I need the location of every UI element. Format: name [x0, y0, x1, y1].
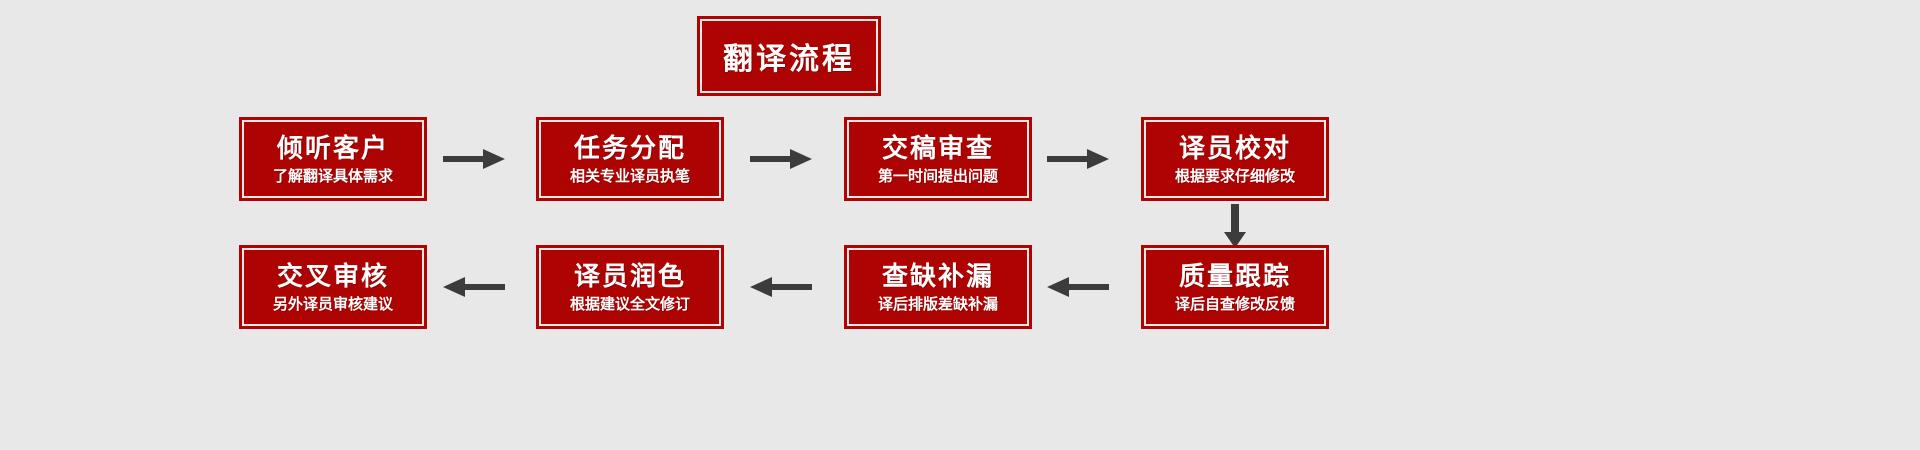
step-box-5-subtitle: 译后自查修改反馈 [1174, 294, 1295, 313]
step-box-7-subtitle: 根据建议全文修订 [569, 294, 690, 313]
arrow-step6-to-step7-icon [750, 273, 812, 301]
step-box-2-inner-frame: 任务分配 相关专业译员执笔 [539, 120, 721, 198]
step-box-8-subtitle: 另外译员审核建议 [272, 294, 393, 313]
step-box-1-title: 倾听客户 [276, 133, 389, 164]
step-box-3-subtitle: 第一时间提出问题 [877, 166, 998, 185]
step-box-6-title: 查缺补漏 [881, 261, 994, 292]
step-box-8-cross-review[interactable]: 交叉审核 另外译员审核建议 [239, 245, 427, 329]
step-box-5-quality-tracking[interactable]: 质量跟踪 译后自查修改反馈 [1141, 245, 1329, 329]
step-box-2-subtitle: 相关专业译员执笔 [569, 166, 690, 185]
step-box-4-subtitle: 根据要求仔细修改 [1174, 166, 1295, 185]
step-box-7-translator-polishing[interactable]: 译员润色 根据建议全文修订 [536, 245, 724, 329]
title-box-inner-frame: 翻译流程 [700, 19, 878, 93]
step-box-2-title: 任务分配 [573, 133, 686, 164]
arrow-step5-to-step6-icon [1047, 273, 1109, 301]
step-box-8-title: 交叉审核 [276, 261, 389, 292]
arrow-step7-to-step8-icon [443, 273, 505, 301]
step-box-1-inner-frame: 倾听客户 了解翻译具体需求 [242, 120, 424, 198]
step-box-3-delivery-review[interactable]: 交稿审查 第一时间提出问题 [844, 117, 1032, 201]
arrow-step3-to-step4-icon [1047, 145, 1109, 173]
step-box-4-inner-frame: 译员校对 根据要求仔细修改 [1144, 120, 1326, 198]
step-box-7-inner-frame: 译员润色 根据建议全文修订 [539, 248, 721, 326]
step-box-6-subtitle: 译后排版差缺补漏 [877, 294, 998, 313]
step-box-5-inner-frame: 质量跟踪 译后自查修改反馈 [1144, 248, 1326, 326]
step-box-2-task-assignment[interactable]: 任务分配 相关专业译员执笔 [536, 117, 724, 201]
arrow-step2-to-step3-icon [750, 145, 812, 173]
step-box-7-title: 译员润色 [573, 261, 686, 292]
step-box-1-listen-to-client[interactable]: 倾听客户 了解翻译具体需求 [239, 117, 427, 201]
step-box-3-inner-frame: 交稿审查 第一时间提出问题 [847, 120, 1029, 198]
step-box-3-title: 交稿审查 [881, 133, 994, 164]
step-box-6-inner-frame: 查缺补漏 译后排版差缺补漏 [847, 248, 1029, 326]
arrow-step4-to-step5-icon [1222, 204, 1248, 248]
arrow-step1-to-step2-icon [443, 145, 505, 173]
step-box-6-gap-filling[interactable]: 查缺补漏 译后排版差缺补漏 [844, 245, 1032, 329]
step-box-4-translator-proofreading[interactable]: 译员校对 根据要求仔细修改 [1141, 117, 1329, 201]
diagram-title-box: 翻译流程 [697, 16, 881, 96]
step-box-8-inner-frame: 交叉审核 另外译员审核建议 [242, 248, 424, 326]
step-box-4-title: 译员校对 [1178, 133, 1291, 164]
step-box-5-title: 质量跟踪 [1178, 261, 1291, 292]
step-box-1-subtitle: 了解翻译具体需求 [272, 166, 393, 185]
diagram-title-text: 翻译流程 [723, 42, 855, 77]
